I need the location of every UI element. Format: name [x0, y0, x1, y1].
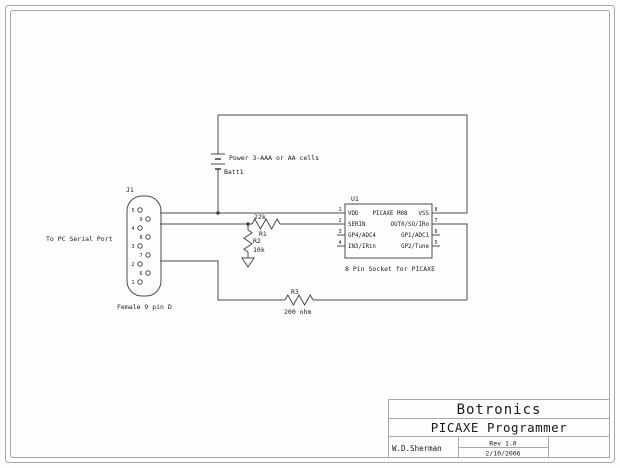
project-title: PICAXE Programmer — [431, 420, 567, 435]
resistor-r2: R2 10k — [241, 229, 265, 268]
connector-ref-label: J1 — [126, 186, 134, 194]
resistor-r3: R3 200 ohm — [284, 288, 314, 316]
resistor-zigzag — [251, 217, 281, 231]
junction-dot — [246, 222, 250, 226]
resistor-ref-label: R3 — [291, 288, 299, 296]
ic-pin-number: 4 — [338, 240, 341, 246]
ic-pin-number: 6 — [434, 229, 437, 235]
inner-border — [10, 10, 610, 458]
ic-ref-label: U1 — [351, 195, 359, 203]
resistor-zigzag — [243, 229, 253, 253]
ic-u1: U1 PICAXE M08 VDD SERIN GP4/ADC4 IN3/IRi… — [338, 195, 437, 273]
ic-pin-name: GP1/ADC1 — [401, 233, 429, 239]
ic-pin-name: GP4/ADC4 — [348, 233, 376, 239]
db9-pin — [145, 270, 151, 276]
wire-bottom-right — [313, 223, 468, 301]
ic-pin-name: GP2/Tune — [401, 244, 429, 250]
db9-pin-number: 1 — [131, 280, 134, 286]
title-block-grid — [388, 418, 610, 458]
ic-pin-number: 2 — [338, 218, 341, 224]
db9-pin — [145, 234, 151, 240]
db9-pin — [137, 261, 143, 267]
author-name: W.D.Sherman — [392, 444, 442, 453]
db9-body — [126, 195, 162, 297]
connector-type-label: Female 9 pin D — [117, 303, 172, 311]
db9-pin — [137, 225, 143, 231]
db9-pin — [137, 279, 143, 285]
resistor-value-label: 200 ohm — [284, 308, 311, 316]
resistor-value-label: 22k — [254, 213, 266, 221]
ic-pin-number: 8 — [434, 207, 437, 213]
db9-pin — [145, 216, 151, 222]
ic-name-label: PICAXE M08 — [373, 211, 408, 217]
db9-connector: 5 9 4 8 3 7 2 6 1 J1 To PC Serial Port F… — [46, 186, 172, 311]
ic-pin-number: 7 — [434, 218, 437, 224]
db9-pin — [137, 243, 143, 249]
db9-pin-number: 8 — [139, 235, 142, 241]
serial-port-label: To PC Serial Port — [46, 235, 113, 243]
title-block: Botronics PICAXE Programmer W.D.Sherman … — [388, 399, 610, 458]
date-label: 2/10/2006 — [485, 450, 520, 458]
resistor-r1: 22k R1 — [251, 213, 281, 238]
db9-pin-number: 9 — [139, 217, 142, 223]
resistor-ref-label: R2 — [253, 237, 261, 245]
ic-pin-number: 3 — [338, 229, 341, 235]
pin-stubs — [337, 234, 440, 247]
battery-label: Power 3-AAA or AA cells — [229, 154, 319, 162]
db9-pin-number: 2 — [131, 262, 134, 268]
ic-pin-name: VSS — [419, 211, 430, 217]
db9-pin-number: 7 — [139, 253, 142, 259]
wire-bottom-left — [160, 260, 285, 301]
db9-pin-number: 6 — [139, 271, 142, 277]
junction-dot — [216, 211, 220, 215]
outer-border — [5, 5, 615, 463]
ic-pin-number: 1 — [338, 207, 341, 213]
title-block-border — [388, 399, 610, 458]
resistor-ref-label: R1 — [259, 230, 267, 238]
resistor-value-label: 10k — [253, 246, 265, 254]
ic-pin-name: OUT0/SO/IRo — [391, 222, 430, 228]
ic-pin-name: VDD — [348, 211, 359, 217]
ic-note-label: 8 Pin Socket for PICAXE — [345, 265, 435, 273]
db9-pin-number: 5 — [131, 208, 134, 214]
ground-symbol — [241, 257, 255, 268]
db9-pin — [145, 252, 151, 258]
ic-body — [344, 203, 433, 259]
battery-symbol: Power 3-AAA or AA cells Batt1 — [211, 153, 319, 176]
db9-pin — [137, 207, 143, 213]
db9-pin-number: 4 — [131, 226, 134, 232]
ic-pin-name: SERIN — [348, 222, 366, 228]
wire-top-rail — [218, 114, 468, 214]
ic-pin-number: 5 — [434, 240, 437, 246]
battery-ref-label: Batt1 — [224, 168, 244, 176]
db9-pin-number: 3 — [131, 244, 134, 250]
resistor-zigzag — [284, 293, 314, 307]
revision-label: Rev 1.0 — [489, 440, 516, 448]
wires — [160, 114, 468, 301]
company-name: Botronics — [457, 402, 542, 418]
ic-pin-name: IN3/IRin — [348, 244, 376, 250]
